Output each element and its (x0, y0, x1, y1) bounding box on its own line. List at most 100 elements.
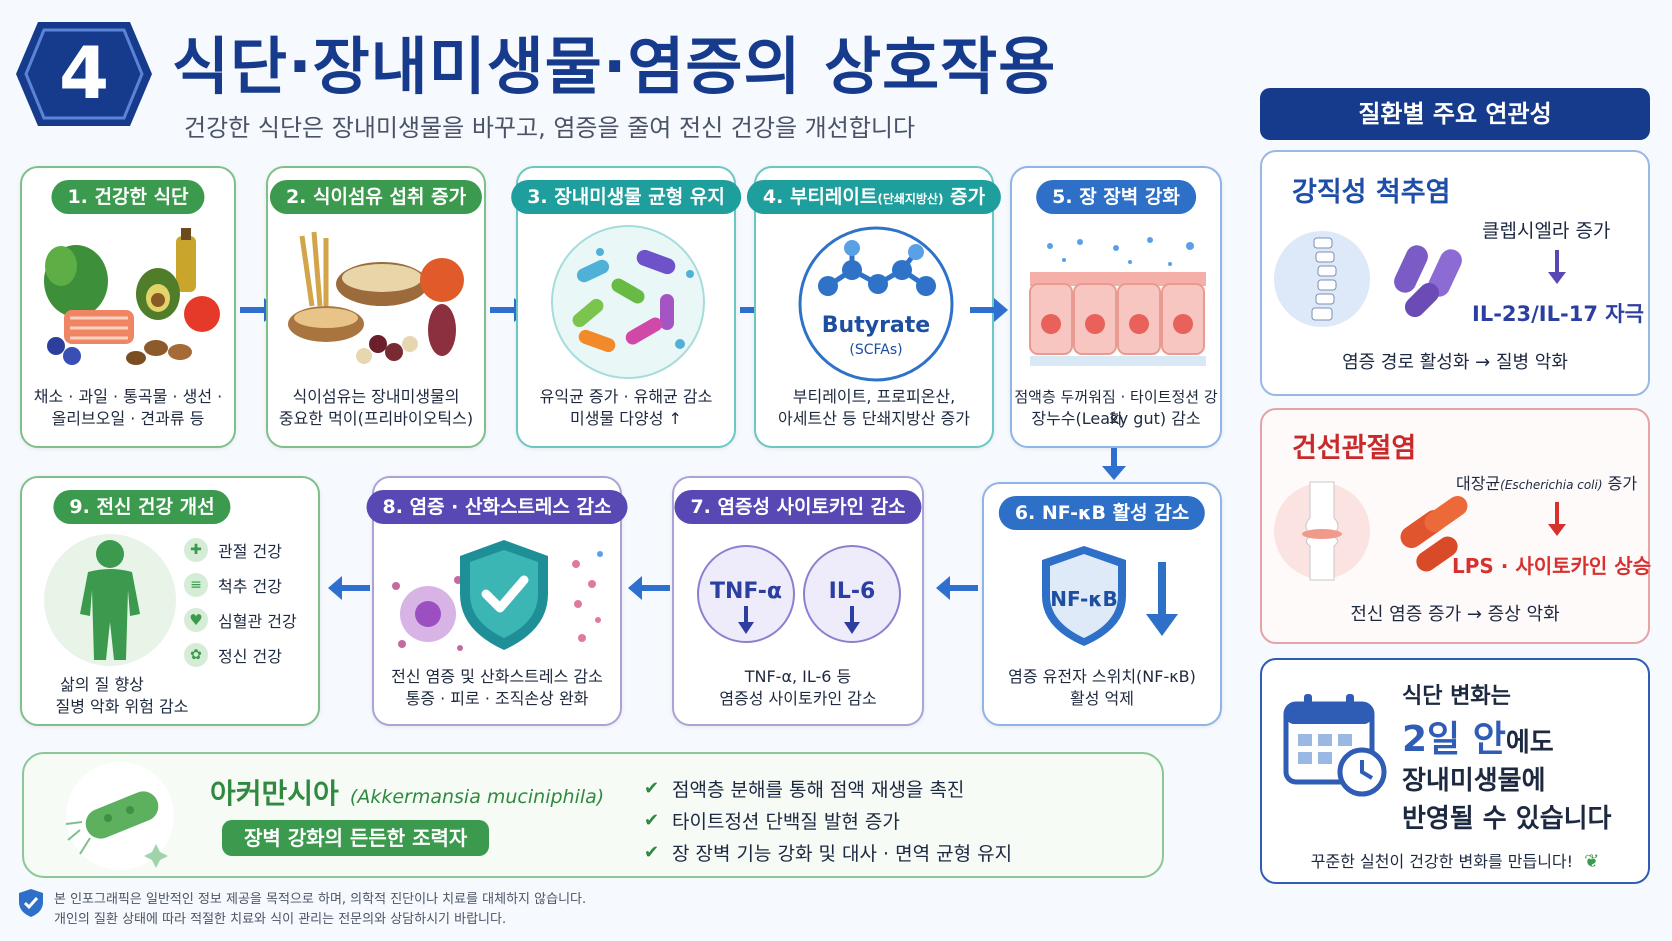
diet-change-line3: 장내미생물에 (1402, 766, 1546, 796)
psa-bacteria: 대장균 (1456, 474, 1501, 493)
spine-illustration (1274, 231, 1370, 327)
akkermansia-point: 장 장벽 기능 강화 및 대사 · 면역 균형 유지 (672, 842, 1013, 865)
step-card-healthy-diet: 1. 건강한 식단 채소 · 과일 · 통곡물 · 생선 · 올리브오일 · 견… (20, 166, 236, 448)
akkermansia-point: 타이트정션 단백질 발현 증가 (672, 810, 900, 833)
akkermansia-name: 아커만시아 (210, 777, 339, 810)
diet-change-line4: 반영될 수 있습니다 (1402, 804, 1612, 834)
disclaimer-line1: 본 인포그래픽은 일반적인 정보 제공을 목적으로 하며, 의학적 진단이나 치… (54, 892, 587, 907)
ecoli-bacteria-icon (1400, 495, 1468, 572)
health-item: 척추 건강 (218, 576, 282, 596)
akkermansia-panel: 아커만시아 (Akkermansia muciniphila) 장벽 강화의 든… (22, 752, 1164, 878)
human-body-illustration (44, 534, 176, 666)
step-card-inflammation-reduction: 8. 염증 · 산화스트레스 감소 전신 염증 및 산화스트레스 감소 통증 ·… (366, 476, 628, 726)
diet-change-line1: 식단 변화는 (1402, 684, 1511, 709)
arrow-left-icon (328, 576, 370, 600)
nfkb-label: NF-κB (1050, 587, 1118, 611)
psa-bacteria-sci: (Escherichia coli) (1500, 478, 1603, 492)
step-desc-line1: 식이섬유는 장내미생물의 (292, 387, 460, 406)
psa-effect: LPS · 사이토카인 상승 (1452, 554, 1652, 578)
microbiome-illustration (551, 225, 705, 379)
step-desc-line1: 염증 유전자 스위치(NF-κB) (1008, 667, 1196, 686)
intestinal-barrier-illustration (1029, 237, 1206, 366)
step-label: 1. 건강한 식단 (51, 180, 205, 214)
check-icon: ✔ (644, 809, 660, 831)
healthy-food-illustration (44, 228, 220, 365)
step-desc-line1: TNF-α, IL-6 등 (744, 667, 852, 686)
spine-icon: ≡ (184, 572, 208, 597)
step-card-microbiome-balance: 3. 장내미생물 균형 유지 유익균 증가 · 유해균 감소 미생물 다양성 ↑ (511, 166, 741, 448)
page-subtitle: 건강한 식단은 장내미생물을 바꾸고, 염증을 줄여 전신 건강을 개선합니다 (184, 114, 916, 142)
akkermansia-point: 점액층 분해를 통해 점액 재생을 촉진 (672, 778, 965, 801)
as-bacteria: 클렙시엘라 증가 (1482, 220, 1611, 242)
step-label: 3. 장내미생물 균형 유지 (511, 180, 741, 214)
arrow-down-icon (1548, 250, 1566, 284)
step-label: 7. 염증성 사이토카인 감소 (674, 490, 922, 524)
cytokine-circles-illustration: TNF-α IL-6 (697, 545, 901, 643)
arrow-left-icon (936, 576, 978, 600)
as-result: 염증 경로 활성화 → 질병 악화 (1342, 352, 1568, 373)
as-title: 강직성 척추염 (1292, 177, 1451, 208)
akkermansia-points: ✔점액층 분해를 통해 점액 재생을 촉진 ✔타이트정션 단백질 발현 증가 ✔… (644, 772, 1012, 868)
brain-icon: ✿ (184, 642, 208, 667)
knee-joint-illustration (1274, 481, 1370, 581)
step-desc-line1: 채소 · 과일 · 통곡물 · 생선 · (33, 387, 223, 406)
disclaimer-line2: 개인의 질환 상태에 따라 적절한 치료와 식이 관리는 전문의와 상담하시기 … (54, 912, 507, 927)
step-desc-line1: 부티레이트, 프로피온산, (792, 387, 956, 406)
step-label: 2. 식이섬유 섭취 증가 (269, 180, 483, 214)
health-item: 심혈관 건강 (218, 611, 297, 631)
step-label: 4. 부티레이트(단쇄지방산) 증가 (746, 180, 1002, 214)
step-desc-line2: 통증 · 피로 · 조직손상 완화 (405, 689, 589, 708)
disease-associations-header: 질환별 주요 연관성 (1260, 88, 1650, 140)
page-title: 식단·장내미생물·염증의 상호작용 (172, 30, 1057, 103)
heart-icon: ♥ (184, 607, 208, 632)
arrow-down-icon (1102, 448, 1126, 480)
bacteria-icon (65, 762, 174, 870)
step-desc-line1: 점액층 두꺼워짐 · 타이트정션 강화 (1014, 388, 1218, 428)
step-desc-line2: 미생물 다양성 ↑ (570, 409, 682, 428)
step-label: 9. 전신 건강 개선 (53, 490, 231, 524)
klebsiella-bacteria-icon (1394, 245, 1462, 318)
section-number: 4 (59, 31, 109, 115)
step-label: 8. 염증 · 산화스트레스 감소 (366, 490, 628, 524)
arrow-left-icon (628, 576, 670, 600)
diet-change-highlight: 2일 안 (1402, 719, 1506, 760)
health-item: 정신 건강 (218, 646, 282, 666)
section-number-badge: 4 (16, 22, 152, 126)
diet-change-footer: 꾸준한 실천이 건강한 변화를 만듭니다! (1310, 852, 1574, 871)
step-desc-line2: 아세트산 등 단쇄지방산 증가 (778, 409, 970, 428)
sprout-icon: ❦ (1584, 851, 1600, 872)
step-desc-line1: 유익균 증가 · 유해균 감소 (539, 387, 713, 406)
akkermansia-scientific-name: (Akkermansia muciniphila) (349, 786, 605, 808)
step-card-cytokines: 7. 염증성 사이토카인 감소 TNF-α IL-6 TNF-α, IL-6 등… (672, 476, 924, 726)
shield-check-icon (19, 889, 43, 917)
step-card-butyrate: 4. 부티레이트(단쇄지방산) 증가 Butyrate (SCFAs) 부티레이… (746, 166, 1002, 448)
step-desc-line1: 전신 염증 및 산화스트레스 감소 (391, 667, 603, 686)
arrow-down-icon (1548, 502, 1566, 536)
step-card-nfkb: 6. NF-κB 활성 감소 NF-κB 염증 유전자 스위치(NF-κB) 활… (982, 482, 1222, 726)
check-icon: ✔ (644, 841, 660, 863)
arrow-right-icon (970, 298, 1008, 322)
butyrate-label: Butyrate (822, 313, 930, 338)
calendar-clock-icon (1283, 694, 1387, 797)
protective-shield-illustration (392, 540, 603, 651)
health-item: 관절 건강 (218, 541, 282, 561)
step-desc-line2: 염증성 사이토카인 감소 (719, 689, 877, 708)
tnf-label: TNF-α (710, 579, 782, 604)
step-card-fiber-intake: 2. 식이섬유 섭취 증가 식이섬유는 장내미생물의 중요한 먹이(프리바이오틱… (266, 166, 486, 448)
step-desc-line2: 장누수(Leaky gut) 감소 (1031, 409, 1201, 428)
step-card-systemic-health: 9. 전신 건강 개선 ✚ 관절 건강 ≡ 척추 건강 ♥ 심혈관 건강 ✿ 정… (20, 476, 320, 726)
butyrate-molecule-illustration: Butyrate (SCFAs) (798, 226, 954, 382)
il6-label: IL-6 (829, 579, 876, 604)
diet-change-card: 식단 변화는 2일 안에도 장내미생물에 반영될 수 있습니다 꾸준한 실천이 … (1260, 658, 1650, 884)
step-desc-line1: 삶의 질 향상 (60, 675, 144, 694)
ankylosing-spondylitis-card: 강직성 척추염 클렙시엘라 증가 IL-23/IL-17 자극 염증 경로 활성… (1260, 150, 1650, 396)
step-desc-line2: 올리브오일 · 견과류 등 (51, 409, 205, 428)
nfkb-shield-illustration: NF-κB (1042, 546, 1178, 646)
psa-result: 전신 염증 증가 → 증상 악화 (1350, 604, 1560, 625)
health-list: ✚ 관절 건강 ≡ 척추 건강 ♥ 심혈관 건강 ✿ 정신 건강 (184, 532, 297, 672)
fiber-foods-illustration (288, 231, 464, 364)
step-label: 6. NF-κB 활성 감소 (998, 496, 1206, 530)
step-desc-line2: 중요한 먹이(프리바이오틱스) (278, 409, 474, 428)
step-label: 5. 장 장벽 강화 (1036, 180, 1196, 214)
akkermansia-tagline: 장벽 강화의 든든한 조력자 (222, 820, 490, 856)
